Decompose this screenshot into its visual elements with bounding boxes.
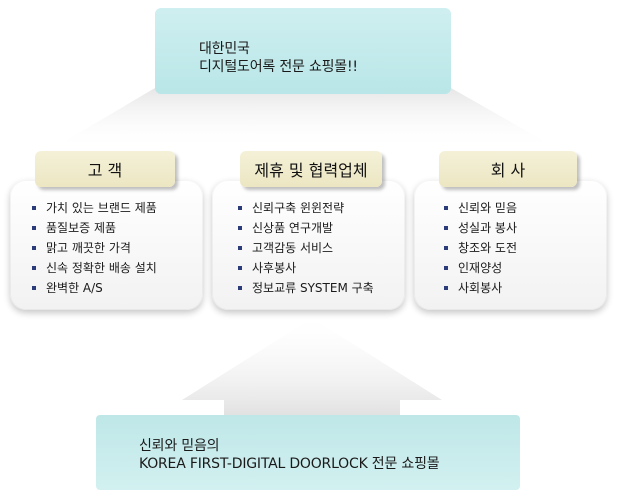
list-item: 품질보증 제품 [32,218,157,238]
customer-list: 가치 있는 브랜드 제품 품질보증 제품 맑고 깨끗한 가격 신속 정확한 배송… [32,198,157,298]
upward-arrow-shape [182,318,442,418]
list-item: 신상품 연구개발 [238,218,374,238]
list-item: 신뢰와 믿음 [444,198,517,218]
partner-list: 신뢰구축 윈윈전략 신상품 연구개발 고객감동 서비스 사후봉사 정보교류 SY… [238,198,374,298]
list-item: 정보교류 SYSTEM 구축 [238,278,374,298]
customer-tab-label: 고 객 [87,161,123,180]
list-item: 성실과 봉사 [444,218,517,238]
partner-tab: 제휴 및 협력업체 [240,151,382,187]
list-item: 인재양성 [444,258,517,278]
top-banner: 대한민국 디지털도어록 전문 쇼핑몰!! [155,8,451,94]
top-banner-line2: 디지털도어록 전문 쇼핑몰!! [199,59,358,75]
customer-card [10,180,203,310]
bottom-banner-line2: KOREA FIRST-DIGITAL DOORLOCK 전문 쇼핑몰 [139,456,440,472]
bottom-banner: 신뢰와 믿음의 KOREA FIRST-DIGITAL DOORLOCK 전문 … [96,415,520,490]
bottom-banner-line1: 신뢰와 믿음의 [139,438,220,454]
top-banner-line1: 대한민국 [199,41,250,57]
list-item: 맑고 깨끗한 가격 [32,238,157,258]
list-item: 가치 있는 브랜드 제품 [32,198,157,218]
partner-tab-label: 제휴 및 협력업체 [254,161,368,180]
list-item: 사후봉사 [238,258,374,278]
list-item: 사회봉사 [444,278,517,298]
company-tab: 회 사 [439,151,577,187]
list-item: 완벽한 A/S [32,278,157,298]
list-item: 고객감동 서비스 [238,238,374,258]
list-item: 창조와 도전 [444,238,517,258]
customer-tab: 고 객 [35,151,175,187]
partner-card [212,180,405,310]
list-item: 신뢰구축 윈윈전략 [238,198,374,218]
company-tab-label: 회 사 [490,161,526,180]
list-item: 신속 정확한 배송 설치 [32,258,157,278]
company-list: 신뢰와 믿음 성실과 봉사 창조와 도전 인재양성 사회봉사 [444,198,517,298]
